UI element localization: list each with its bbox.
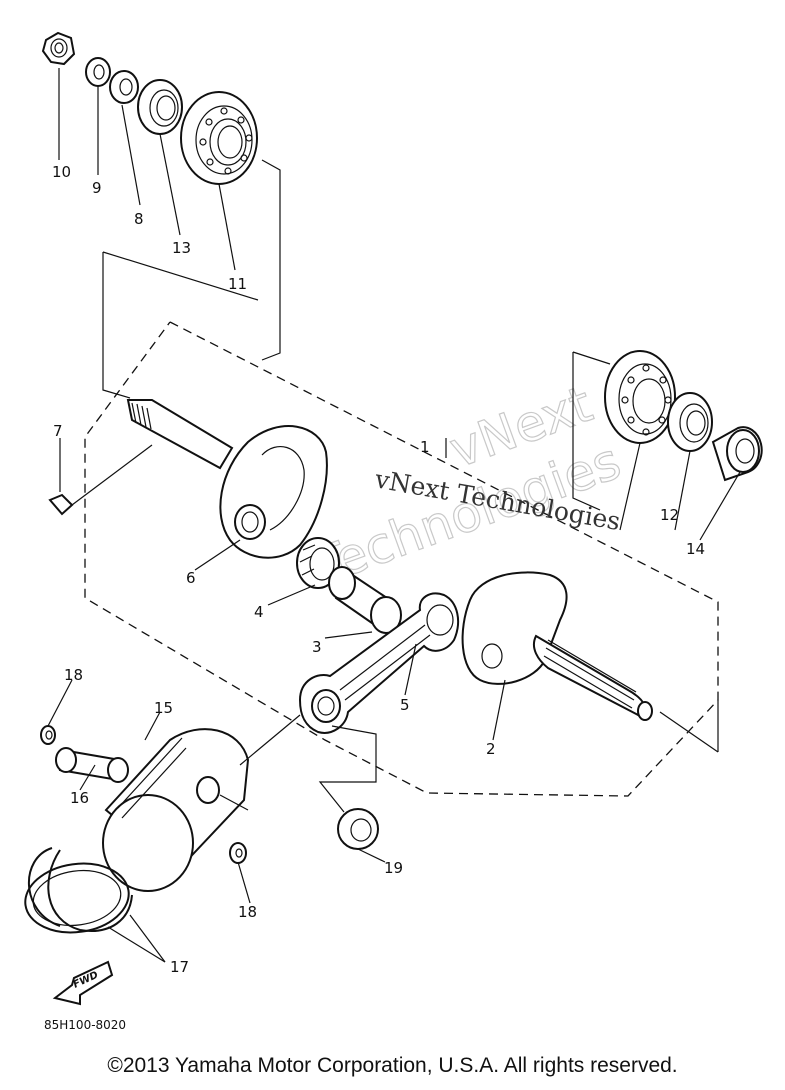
part-13-oil-seal bbox=[137, 79, 183, 135]
callout-14: 14 bbox=[686, 540, 705, 558]
callout-1: 1 bbox=[420, 438, 430, 456]
callout-6: 6 bbox=[186, 569, 196, 587]
callout-19: 19 bbox=[384, 859, 403, 877]
callout-3: 3 bbox=[312, 638, 322, 656]
forward-arrow-icon: FWD bbox=[52, 960, 114, 1006]
part-14-oil-seal bbox=[667, 392, 713, 452]
callout-9: 9 bbox=[92, 179, 102, 197]
part-10-nut bbox=[41, 31, 76, 66]
callout-13: 13 bbox=[172, 239, 191, 257]
callout-18-lower: 18 bbox=[238, 903, 257, 921]
bracket-lines bbox=[102, 159, 719, 753]
part-14-collar bbox=[711, 426, 763, 482]
part-3-crank-pin bbox=[328, 566, 402, 634]
part-7-key bbox=[48, 438, 153, 516]
diagram-code: 85H100-8020 bbox=[44, 1018, 126, 1032]
leader-lines bbox=[47, 68, 741, 963]
callout-12: 12 bbox=[660, 506, 679, 524]
callout-7: 7 bbox=[53, 422, 63, 440]
part-18-clip-upper bbox=[40, 725, 56, 745]
callout-4: 4 bbox=[254, 603, 264, 621]
callout-5: 5 bbox=[400, 696, 410, 714]
callout-15: 15 bbox=[154, 699, 173, 717]
part-9-lock-washer bbox=[85, 57, 111, 87]
callout-17: 17 bbox=[170, 958, 189, 976]
part-15-piston bbox=[102, 728, 250, 892]
part-12-bearing bbox=[604, 350, 676, 444]
part-18-clip-lower bbox=[229, 842, 247, 864]
part-11-bearing bbox=[180, 91, 258, 185]
part-2-right-crankshaft bbox=[461, 571, 653, 721]
callout-8: 8 bbox=[134, 210, 144, 228]
callout-2: 2 bbox=[486, 740, 496, 758]
assembly-dashed-outline bbox=[84, 321, 719, 797]
callout-18-upper: 18 bbox=[64, 666, 83, 684]
part-16-piston-pin bbox=[55, 747, 129, 783]
callout-16: 16 bbox=[70, 789, 89, 807]
part-19-small-end-bearing bbox=[337, 808, 379, 850]
callout-11: 11 bbox=[228, 275, 247, 293]
part-4-needle-bearing bbox=[296, 537, 340, 589]
part-5-connecting-rod bbox=[298, 592, 460, 734]
part-17-piston-rings bbox=[24, 847, 133, 934]
part-callouts: 10 9 8 13 11 7 1 12 14 6 4 3 5 2 18 15 1… bbox=[52, 163, 705, 976]
copyright-notice: ©2013 Yamaha Motor Corporation, U.S.A. A… bbox=[107, 1054, 678, 1077]
part-8-washer bbox=[109, 70, 139, 104]
part-6-left-crankshaft bbox=[126, 399, 328, 559]
callout-10: 10 bbox=[52, 163, 71, 181]
